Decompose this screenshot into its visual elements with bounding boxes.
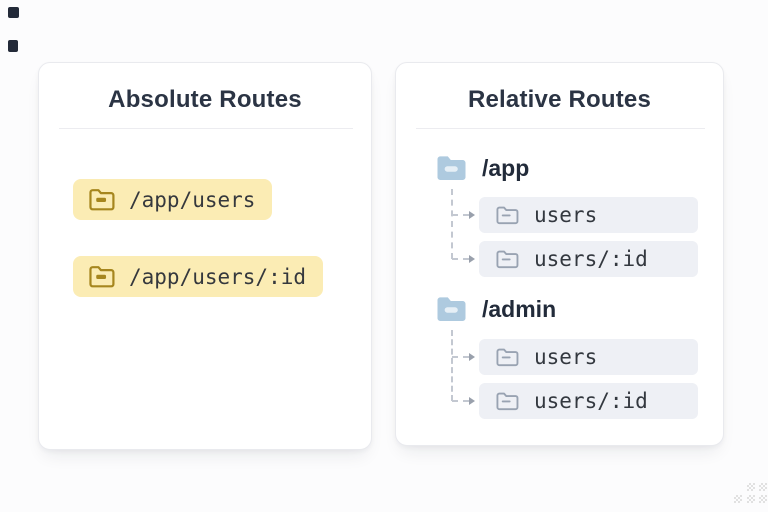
absolute-routes-card: Absolute Routes /app/users /app/users/:i… xyxy=(38,62,372,450)
tree-connector-arrow xyxy=(452,397,475,405)
route-badge-app-users-id: /app/users/:id xyxy=(73,256,324,297)
route-path: users/:id xyxy=(534,247,648,271)
folder-icon xyxy=(87,186,117,213)
decorative-square-icon xyxy=(8,7,19,18)
route-path: users xyxy=(534,345,598,369)
tree-parent-label: /admin xyxy=(482,295,557,322)
route-path: users/:id xyxy=(534,389,648,413)
tree-child-users: users xyxy=(479,197,698,233)
watermark-checker-icon xyxy=(747,495,755,503)
absolute-routes-title: Absolute Routes xyxy=(108,86,302,113)
route-path: /app/users xyxy=(129,187,256,212)
folder-icon xyxy=(434,294,469,324)
tree-connector-arrow xyxy=(452,353,475,361)
tree-connector-arrow xyxy=(452,211,475,219)
watermark-checker-icon xyxy=(759,483,767,491)
folder-icon xyxy=(494,390,521,413)
watermark-checker-icon xyxy=(734,495,742,503)
tree-parent-app: /app xyxy=(434,153,529,183)
folder-icon xyxy=(494,204,521,227)
decorative-square-icon xyxy=(8,40,18,52)
route-path: users xyxy=(534,203,598,227)
tree-child-users-id: users/:id xyxy=(479,383,698,419)
route-path: /app/users/:id xyxy=(129,264,307,289)
route-badge-app-users: /app/users xyxy=(73,179,273,220)
divider xyxy=(416,128,705,129)
folder-icon xyxy=(494,346,521,369)
relative-routes-card: Relative Routes /app users xyxy=(395,62,724,446)
tree-parent-admin: /admin xyxy=(434,294,556,324)
tree-child-users-id: users/:id xyxy=(479,241,698,277)
tree-parent-label: /app xyxy=(482,154,530,181)
folder-icon xyxy=(494,248,521,271)
folder-icon xyxy=(434,153,469,183)
relative-routes-title: Relative Routes xyxy=(467,86,652,113)
folder-icon xyxy=(87,263,117,290)
divider xyxy=(59,128,353,129)
tree-child-users: users xyxy=(479,339,698,375)
tree-connector-line xyxy=(451,189,453,259)
watermark-checker-icon xyxy=(747,483,755,491)
tree-connector-arrow xyxy=(452,255,475,263)
tree-connector-line xyxy=(451,330,453,401)
watermark-checker-icon xyxy=(759,495,767,503)
